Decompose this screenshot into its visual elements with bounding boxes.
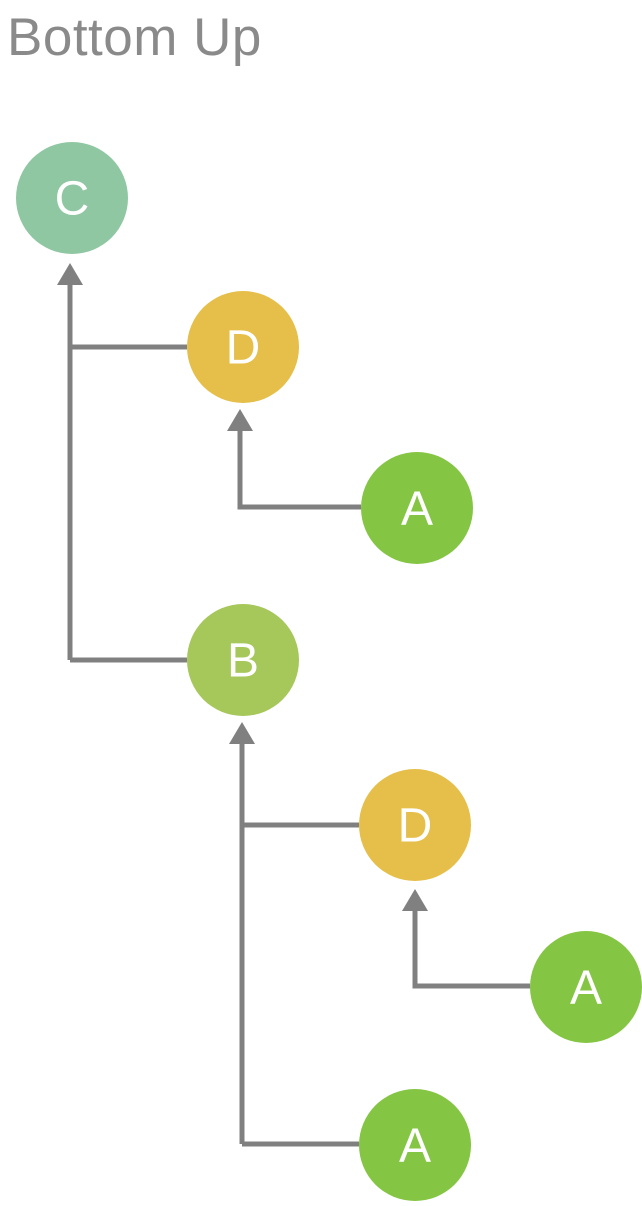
- node-label-a3: A: [399, 1120, 431, 1173]
- node-circle-a3: [359, 1089, 471, 1201]
- page-title: Bottom Up: [7, 8, 262, 67]
- node-label-b: B: [227, 635, 259, 688]
- node-label-d1: D: [226, 322, 261, 375]
- tree-node-d2: D: [359, 769, 471, 881]
- node-label-c: C: [55, 173, 90, 226]
- node-circle-b: [187, 604, 299, 716]
- node-circle-d2: [359, 769, 471, 881]
- edge-a2-to-d2: [412, 911, 530, 989]
- node-circle-a2: [530, 931, 642, 1043]
- tree-node-c: C: [16, 142, 128, 254]
- node-circle-a1: [361, 452, 473, 564]
- tree-node-b: B: [187, 604, 299, 716]
- node-circle-c: [16, 142, 128, 254]
- tree-node-a2: A: [530, 931, 642, 1043]
- tree-node-d1: D: [187, 291, 299, 403]
- node-label-a1: A: [401, 483, 433, 536]
- edge-a1-to-d1-arrowhead-icon: [227, 409, 253, 431]
- edge-trunk-to-b-arrowhead-icon: [229, 722, 255, 744]
- node-circle-d1: [187, 291, 299, 403]
- edge-trunk-to-c-arrowhead-icon: [57, 263, 83, 285]
- node-label-d2: D: [398, 800, 433, 853]
- tree-node-a3: A: [359, 1089, 471, 1201]
- edge-a2-to-d2-arrowhead-icon: [402, 889, 428, 911]
- tree-node-a1: A: [361, 452, 473, 564]
- node-label-a2: A: [570, 962, 602, 1015]
- edge-a1-to-d1: [237, 431, 361, 510]
